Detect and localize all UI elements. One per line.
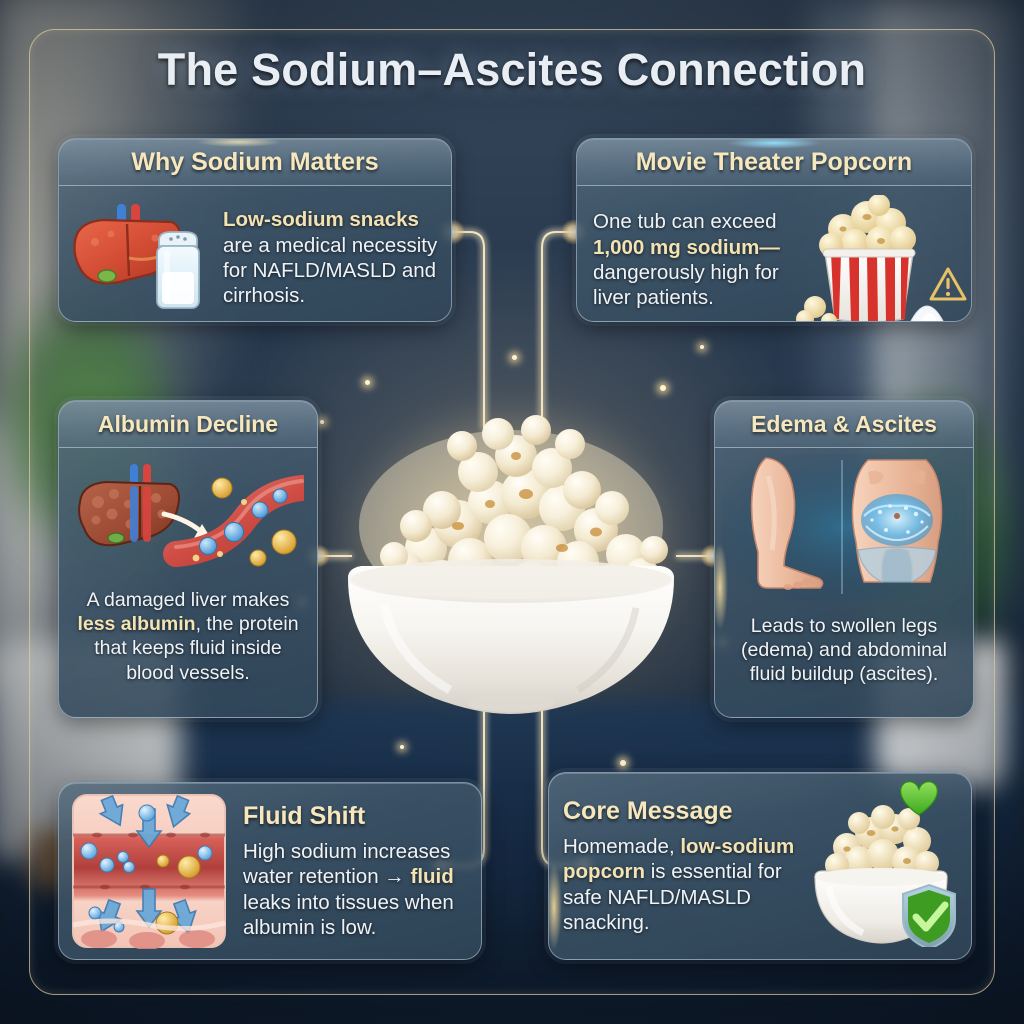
card-paragraph: High sodium increases water retention → … (243, 839, 454, 939)
liver-and-salt-shaker-icon (67, 196, 217, 320)
edema-ascites-icon (721, 454, 967, 600)
sparkle (620, 760, 626, 766)
popcorn-bowl (330, 398, 692, 714)
sparkle (365, 380, 370, 385)
sparkle (700, 345, 704, 349)
sparkle (320, 420, 324, 424)
card-fluid-shift[interactable]: Fluid Shift High sodium increases water … (58, 782, 482, 960)
card-header: Albumin Decline (59, 401, 317, 448)
card-edema-and-ascites[interactable]: Edema & Ascites (714, 400, 974, 718)
card-title: Why Sodium Matters (131, 147, 379, 176)
card-header: Why Sodium Matters (59, 139, 451, 186)
card-title: Albumin Decline (97, 410, 279, 437)
card-paragraph: A damaged liver makes less albumin, the … (77, 589, 299, 684)
card-body: One tub can exceed 1,000 mg sodium—dange… (577, 186, 971, 321)
sparkle (400, 745, 404, 749)
card-text: A damaged liver makes less albumin, the … (67, 576, 309, 685)
card-text: Leads to swollen legs (edema) and abdomi… (721, 600, 967, 687)
card-body: Leads to swollen legs (edema) and abdomi… (715, 448, 973, 687)
card-header: Edema & Ascites (715, 401, 973, 448)
card-text: Fluid Shift High sodium increases water … (227, 802, 471, 941)
capillary-leak-icon (71, 793, 227, 949)
card-paragraph: Leads to swollen legs (edema) and abdomi… (741, 615, 947, 686)
healthy-popcorn-icon (805, 781, 963, 949)
card-title: Core Message (563, 796, 733, 825)
card-header: Movie Theater Popcorn (577, 139, 971, 186)
liver-bloodstream-icon (67, 458, 309, 576)
card-paragraph: Homemade, low-sodium popcorn is essentia… (563, 834, 795, 934)
card-body: Fluid Shift High sodium increases water … (59, 783, 481, 959)
popcorn-tub-icon (791, 195, 967, 321)
sparkle (660, 385, 666, 391)
card-why-sodium-matters[interactable]: Why Sodium Matters (58, 138, 452, 322)
card-title: Fluid Shift (243, 801, 366, 830)
card-core-message[interactable]: Core Message Homemade, low-sodium popcor… (548, 772, 972, 960)
page-title: The Sodium–Ascites Connection (157, 44, 867, 95)
card-body: Low-sodium snacks are a medical necessit… (59, 186, 451, 321)
card-paragraph: Low-sodium snacks are a medical necessit… (223, 208, 438, 308)
sparkle (512, 355, 517, 360)
card-title: Movie Theater Popcorn (635, 147, 913, 176)
card-text: Core Message Homemade, low-sodium popcor… (563, 797, 805, 936)
card-body: A damaged liver makes less albumin, the … (59, 448, 317, 685)
card-albumin-decline[interactable]: Albumin Decline (58, 400, 318, 718)
card-text: One tub can exceed 1,000 mg sodium—dange… (593, 209, 791, 311)
card-body: Core Message Homemade, low-sodium popcor… (549, 773, 971, 959)
card-paragraph: One tub can exceed 1,000 mg sodium—dange… (593, 210, 780, 310)
card-movie-theater-popcorn[interactable]: Movie Theater Popcorn One tub can exceed… (576, 138, 972, 322)
card-text: Low-sodium snacks are a medical necessit… (217, 207, 439, 309)
card-title: Edema & Ascites (751, 410, 937, 437)
